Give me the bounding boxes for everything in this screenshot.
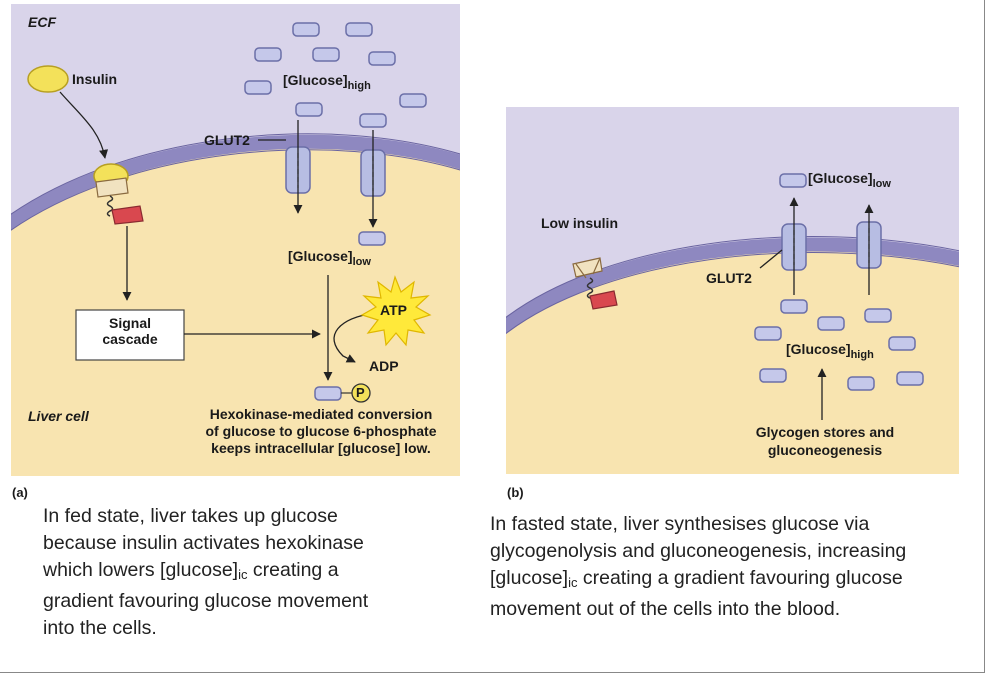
- glucose-entry-arrows: [258, 120, 378, 228]
- glucose-exit-arrows: [759, 197, 874, 420]
- glucose-high-label-a: [Glucose]high: [283, 72, 371, 92]
- signal-cascade-label: Signal cascade: [102, 315, 158, 347]
- signal-cascade-box: [75, 309, 185, 361]
- atp-starburst: [360, 275, 432, 347]
- adp-label: ADP: [369, 358, 399, 374]
- caption-fasted-state: In fasted state, liver synthesises gluco…: [490, 513, 907, 620]
- panel-b-letter: (b): [507, 485, 524, 500]
- ecf-label: ECF: [28, 14, 56, 30]
- insulin-receptor-a: [93, 163, 144, 225]
- atp-label: ATP: [380, 302, 407, 318]
- glycogen-note: Glycogen stores and gluconeogenesis: [755, 424, 895, 458]
- caption-fed-state: In fed state, liver takes up glucose bec…: [43, 505, 369, 639]
- insulin-label: Insulin: [72, 71, 118, 87]
- panel-b-background: [506, 107, 959, 474]
- glucose-low-label-a: [Glucose]low: [288, 248, 371, 268]
- insulin-molecule: [27, 65, 69, 93]
- panel-a-letter: (a): [12, 485, 28, 500]
- glucose-low-label-b: [Glucose]low: [808, 170, 891, 190]
- glut2-label-b: GLUT2: [706, 270, 752, 286]
- phosphate-label: P: [356, 385, 365, 400]
- inactive-receptor-b: [572, 257, 618, 310]
- glut2-label-a: GLUT2: [204, 132, 250, 148]
- glucose-molecules-ecf: [244, 22, 427, 401]
- glucose-molecules-panel-b: [754, 173, 924, 391]
- insulin-binding-arrow: [59, 91, 109, 159]
- glucose-high-label-b: [Glucose]high: [786, 341, 874, 361]
- low-insulin-label: Low insulin: [541, 215, 618, 231]
- hexokinase-note: Hexokinase-mediated conversion of glucos…: [205, 406, 437, 456]
- liver-cell-label: Liver cell: [28, 408, 89, 424]
